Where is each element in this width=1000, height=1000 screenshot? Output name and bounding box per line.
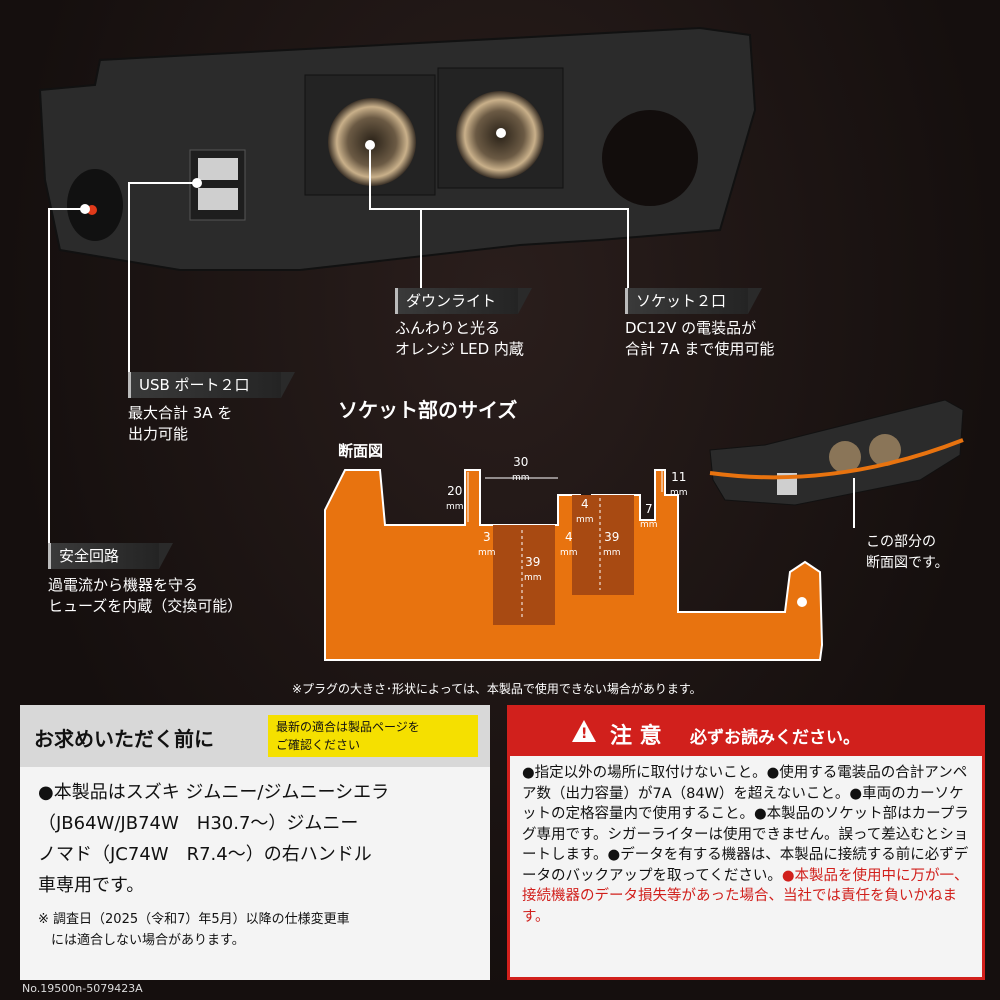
callout-dot-safety <box>80 204 90 214</box>
section-subtitle: 断面図 <box>338 442 384 460</box>
product-code: No.19500n-5079423A <box>22 982 143 995</box>
desc-safety: 過電流から機器を守る ヒューズを内蔵（交換可能） <box>48 576 243 615</box>
desc-downlight: ふんわりと光る オレンジ LED 内蔵 <box>395 319 524 358</box>
callout-dot-downlight <box>365 140 375 150</box>
before-purchase-footnote: ※ 調査日（2025（令和7）年5月）以降の仕様変更車 には適合しない場合があり… <box>38 912 350 948</box>
tag-usb: USB ポート２口 <box>128 372 295 398</box>
plug-note: ※プラグの大きさ･形状によっては、本製品で使用できない場合があります。 <box>292 682 702 696</box>
before-purchase-panel: お求めいただく前に 最新の適合は製品ページを ご確認ください ●本製品はスズキ … <box>20 705 490 980</box>
caution-body-red: ●本製品を使用中に万が一、接続機器のデータ損失等があった場合、当社では責任を負い… <box>522 867 969 925</box>
caution-body: ●指定以外の場所に取付けないこと。●使用する電装品の合計アンペア数（出力容量）が… <box>522 763 972 927</box>
before-purchase-body: ●本製品はスズキ ジムニー/ジムニーシエラ （JB64W/JB74W H30.7… <box>38 782 390 896</box>
caution-body-text: ●指定以外の場所に取付けないこと。●使用する電装品の合計アンペア数（出力容量）が… <box>522 765 969 884</box>
inset-label: この部分の 断面図です。 <box>866 534 949 571</box>
tag-safety: 安全回路 <box>48 543 173 569</box>
inset-product-photo <box>709 399 964 506</box>
desc-socket: DC12V の電装品が 合計 7A まで使用可能 <box>625 319 775 358</box>
desc-usb: 最大合計 3A を 出力可能 <box>128 404 233 443</box>
cross-section-diagram <box>324 469 824 661</box>
caution-subtitle: 必ずお読みください。 <box>690 728 860 748</box>
tag-downlight: ダウンライト <box>395 288 532 314</box>
before-purchase-title: お求めいただく前に <box>34 727 214 751</box>
caution-title: 注 意 <box>610 724 662 749</box>
warning-icon <box>572 720 596 742</box>
product-photo <box>38 26 757 271</box>
fitment-badge: 最新の適合は製品ページを ご確認ください <box>268 715 478 757</box>
callout-dot-socket <box>496 128 506 138</box>
tag-socket: ソケット２口 <box>625 288 762 314</box>
callout-dot-usb <box>192 178 202 188</box>
section-title: ソケット部のサイズ <box>338 398 518 422</box>
caution-panel: ! 注 意 必ずお読みください。 ●指定以外の場所に取付けないこと。●使用する電… <box>507 705 985 980</box>
